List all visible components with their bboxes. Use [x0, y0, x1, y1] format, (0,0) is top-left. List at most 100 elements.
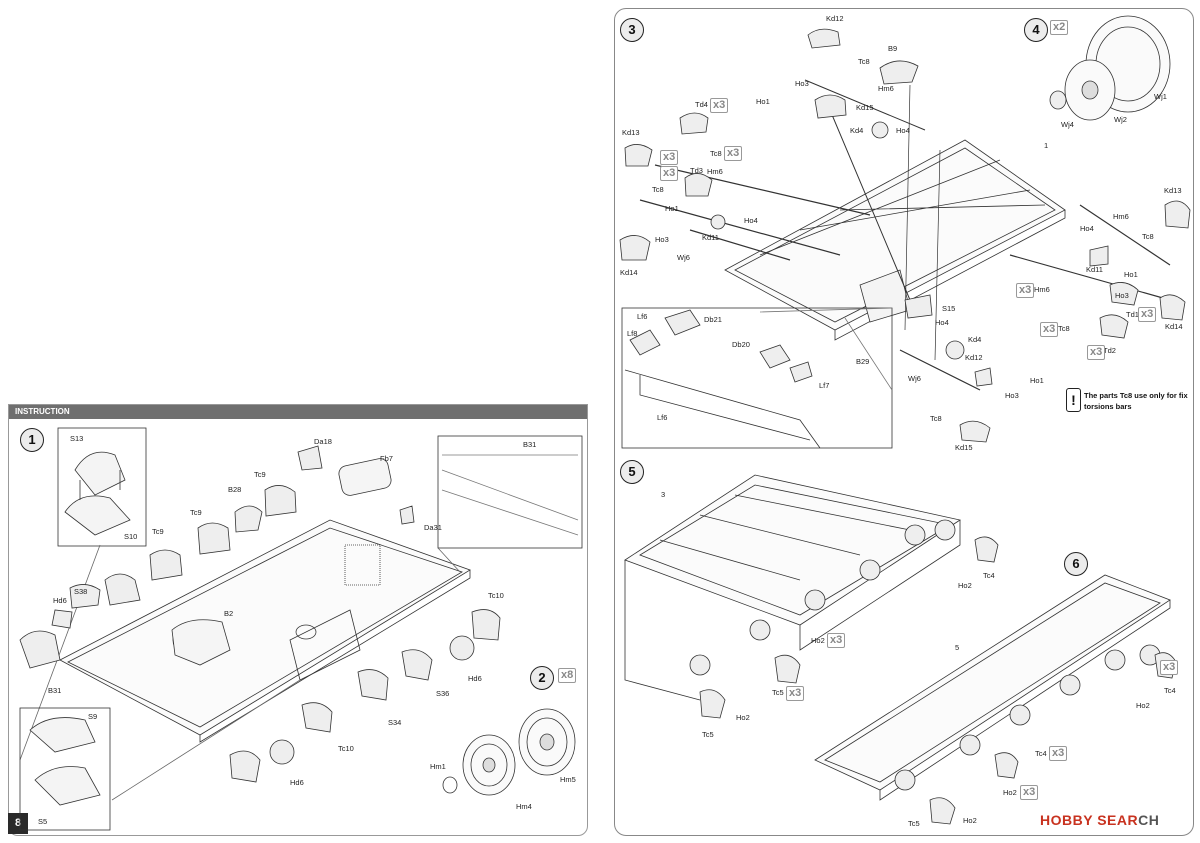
part-label: Td2	[1103, 346, 1116, 355]
part-label: Hm1	[430, 762, 446, 771]
part-label: Tc4	[1164, 686, 1176, 695]
part-label: Kd15	[856, 103, 874, 112]
part-label: Tc5	[908, 819, 920, 828]
part-label: Lf6	[637, 312, 648, 321]
part-label: Tc8	[1058, 324, 1070, 333]
part-label: Wj6	[908, 374, 921, 383]
part-label: 5	[955, 643, 960, 652]
part-label: 3	[661, 490, 666, 499]
part-label: S5	[38, 817, 48, 826]
step-3-marker: 3	[620, 18, 644, 42]
page-number: 8	[8, 813, 28, 834]
part-label: S10	[124, 532, 138, 541]
part-label: Ho4	[1080, 224, 1094, 233]
part-label: Lf7	[819, 381, 830, 390]
quantity-multiplier: x3	[724, 146, 743, 161]
part-label: Kd12	[965, 353, 983, 362]
part-label: Hm6	[1034, 285, 1050, 294]
part-label: Tc8	[858, 57, 870, 66]
step1-hull-plate	[59, 519, 471, 743]
part-label: Db20	[732, 340, 750, 349]
part-label: Tc8	[1142, 232, 1154, 241]
part-label: Fb7	[380, 454, 393, 463]
part-label: Kd4	[968, 335, 982, 344]
part-label: Ho3	[1115, 291, 1129, 300]
part-label: Ho2	[736, 713, 750, 722]
part-label: Da18	[314, 437, 332, 446]
step5-chassis-with-suspension	[624, 474, 999, 719]
part-label: Ho4	[896, 126, 910, 135]
part-label: Ho3	[795, 79, 809, 88]
inset-box-b31	[437, 435, 583, 549]
quantity-multiplier: x3	[1087, 345, 1106, 360]
part-label: Ho4	[935, 318, 949, 327]
warning-icon: !	[1066, 388, 1081, 412]
part-label: Tc10	[338, 744, 354, 753]
part-label: S38	[74, 587, 88, 596]
instruction-header: INSTRUCTION	[9, 405, 587, 419]
inset-box-s9	[19, 707, 111, 831]
part-label: Kd13	[622, 128, 640, 137]
part-label: B28	[228, 485, 242, 494]
part-label: Tc8	[652, 185, 664, 194]
part-label: Wj2	[1114, 115, 1127, 124]
part-label: S36	[436, 689, 450, 698]
part-label: B9	[888, 44, 898, 53]
part-label: Tc8	[710, 149, 722, 158]
part-label: Tc4	[1035, 749, 1047, 758]
part-label: Tc9	[254, 470, 266, 479]
hobby-search-watermark: HOBBY SEARCH	[1040, 812, 1159, 828]
quantity-multiplier: x3	[1138, 307, 1157, 322]
part-label: B31	[523, 440, 537, 449]
quantity-multiplier: x3	[786, 686, 805, 701]
quantity-multiplier: x3	[1020, 785, 1039, 800]
quantity-multiplier: x3	[1160, 660, 1179, 675]
part-label: Hd6	[468, 674, 482, 683]
part-label: Hm6	[878, 84, 894, 93]
step-2-marker: 2	[530, 666, 554, 690]
part-label: Tc5	[772, 688, 784, 697]
part-label: Wj6	[677, 253, 690, 262]
part-label: Da31	[424, 523, 442, 532]
part-label: S9	[88, 712, 98, 721]
part-label: Tc4	[983, 571, 995, 580]
quantity-multiplier: x3	[1049, 746, 1068, 761]
part-label: Tc8	[930, 414, 942, 423]
part-label: Hd6	[53, 596, 67, 605]
part-label: Kd14	[1165, 322, 1183, 331]
part-label: Ho1	[1030, 376, 1044, 385]
part-label: Wj1	[1154, 92, 1167, 101]
part-label: Ho3	[655, 235, 669, 244]
step-6-marker: 6	[1064, 552, 1088, 576]
part-label: Tc10	[488, 591, 504, 600]
part-label: Ho1	[756, 97, 770, 106]
part-label: Hm6	[1113, 212, 1129, 221]
step6-chassis-with-suspension	[814, 574, 1177, 825]
part-label: Hd6	[290, 778, 304, 787]
step2-road-wheels	[442, 708, 576, 796]
part-label: Ho2	[963, 816, 977, 825]
part-label: Kd14	[620, 268, 638, 277]
quantity-multiplier: x3	[1016, 283, 1035, 298]
quantity-multiplier: x3	[660, 150, 679, 165]
part-label: S13	[70, 434, 84, 443]
torsion-bar-note: The parts Tc8 use only for fix torsions …	[1084, 391, 1188, 411]
part-label: Ho2	[1136, 701, 1150, 710]
quantity-multiplier: x3	[710, 98, 729, 113]
part-label: Kd13	[1164, 186, 1182, 195]
step-1-marker: 1	[20, 428, 44, 452]
watermark-suffix: CH	[1138, 812, 1160, 828]
part-label: Kd12	[826, 14, 844, 23]
part-label: Lf8	[627, 329, 638, 338]
step-4-marker: 4	[1024, 18, 1048, 42]
part-label: Ho4	[744, 216, 758, 225]
quantity-multiplier: x3	[1040, 322, 1059, 337]
part-label: Db21	[704, 315, 722, 324]
part-label: Kd15	[955, 443, 973, 452]
part-label: B31	[48, 686, 62, 695]
part-label: Lf6	[657, 413, 668, 422]
part-label: Kd11	[1086, 265, 1103, 274]
part-label: Kd4	[850, 126, 864, 135]
part-label: Tc9	[152, 527, 164, 536]
